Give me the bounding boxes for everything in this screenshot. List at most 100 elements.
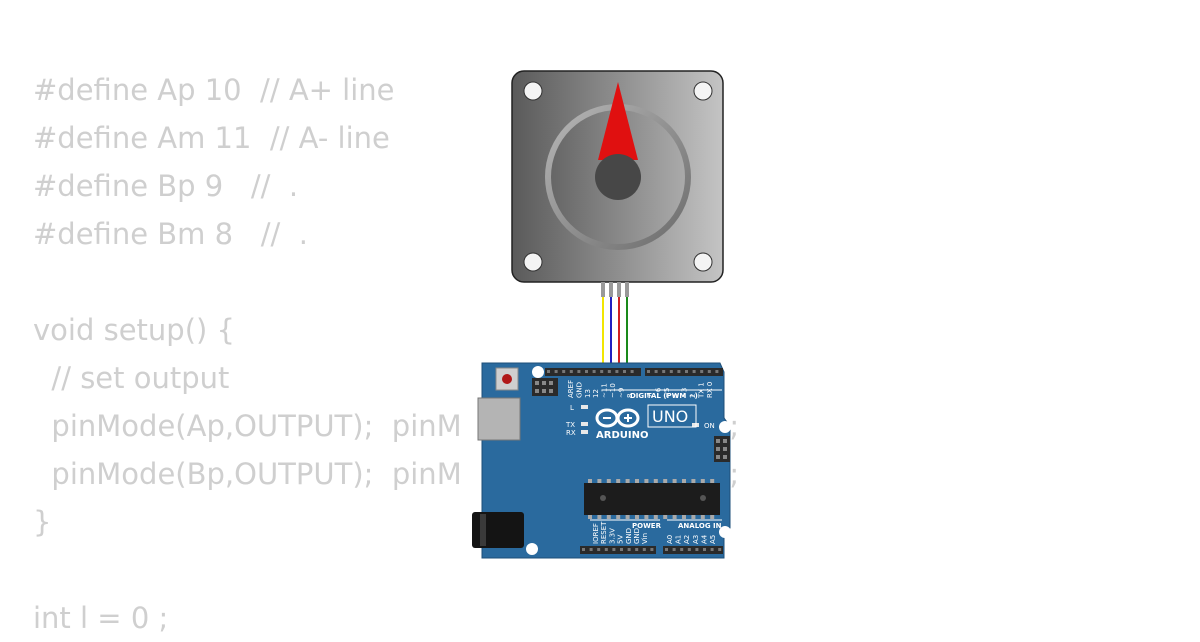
header-pin bbox=[650, 548, 654, 551]
motor-shaft bbox=[595, 154, 641, 200]
pin-label: A1 bbox=[675, 535, 683, 544]
reset-button-cap bbox=[502, 374, 512, 384]
header-pin bbox=[672, 548, 676, 551]
chip-pin bbox=[644, 515, 649, 519]
pin-label: IOREF bbox=[592, 523, 600, 544]
pin-label: ~5 bbox=[663, 388, 671, 398]
stepper-motor[interactable] bbox=[511, 70, 724, 297]
mounting-hole bbox=[693, 81, 713, 101]
led-rx-label: RX bbox=[566, 429, 576, 437]
pin-label: AREF bbox=[567, 380, 575, 398]
code-line: #define Ap 10 // A+ line bbox=[33, 73, 395, 107]
board-hole bbox=[526, 543, 538, 555]
header-pin bbox=[547, 370, 550, 373]
header-pin bbox=[627, 548, 631, 551]
uno-box bbox=[647, 404, 697, 428]
header-pin bbox=[685, 370, 688, 373]
chip-pin bbox=[625, 515, 630, 519]
header-pin bbox=[692, 370, 696, 373]
header-pin bbox=[597, 548, 601, 551]
mounting-hole bbox=[693, 252, 713, 272]
arduino-logo-icon bbox=[595, 408, 640, 428]
header-pin bbox=[589, 548, 593, 551]
header-pin bbox=[554, 370, 558, 373]
header-pin bbox=[669, 370, 673, 373]
code-line: #define Bm 8 // . bbox=[33, 217, 308, 251]
header-pin bbox=[665, 548, 668, 551]
chip-pin bbox=[616, 479, 621, 483]
code-editor: #define Ap 10 // A+ line#define Am 11 //… bbox=[33, 66, 462, 642]
led-on-label: ON bbox=[704, 422, 715, 430]
code-line: void setup() { bbox=[33, 313, 235, 347]
pin-label: RESET bbox=[600, 521, 608, 544]
usb-port bbox=[477, 397, 521, 441]
header-pin bbox=[662, 370, 666, 373]
header-pin bbox=[642, 548, 646, 551]
board-hole bbox=[532, 366, 544, 378]
header-pin bbox=[707, 370, 711, 373]
motor-pin bbox=[617, 282, 621, 297]
code-line: // set output bbox=[33, 361, 230, 395]
header-pin bbox=[630, 370, 634, 373]
pin-label: ~3 bbox=[680, 388, 688, 398]
code-line: #define Bp 9 // . bbox=[33, 169, 299, 203]
pin-label: ~11 bbox=[601, 383, 609, 398]
chip-pin bbox=[597, 515, 602, 519]
pin-label: GND bbox=[633, 528, 641, 544]
pin-label: ~6 bbox=[655, 387, 663, 398]
chip-pin bbox=[606, 515, 611, 519]
led-l-label: L bbox=[570, 404, 574, 412]
header-pin bbox=[615, 370, 619, 373]
header-pin bbox=[592, 370, 596, 373]
pin-label: 13 bbox=[584, 389, 592, 398]
header-pin bbox=[715, 370, 719, 373]
pin-label: A5 bbox=[709, 535, 717, 544]
header-pin bbox=[635, 548, 639, 551]
pin-label: A3 bbox=[692, 535, 700, 544]
pin-label: Vin bbox=[641, 533, 649, 544]
header-pin bbox=[623, 370, 626, 373]
header-pin bbox=[604, 548, 608, 551]
header-pin bbox=[600, 370, 604, 373]
chip-pin bbox=[691, 515, 696, 519]
led-tx bbox=[581, 422, 588, 426]
board-hole bbox=[719, 526, 731, 538]
chip-pin bbox=[597, 479, 602, 483]
wires[interactable] bbox=[602, 297, 628, 372]
chip-pin bbox=[700, 479, 705, 483]
chip-pin bbox=[635, 479, 639, 483]
code-line: int l = 0 ; bbox=[33, 601, 169, 635]
header-pin bbox=[677, 370, 681, 373]
chip-pin bbox=[663, 515, 668, 519]
chip-pin bbox=[682, 515, 686, 519]
header-pin bbox=[695, 548, 699, 551]
pin-label: 3.3V bbox=[608, 528, 616, 544]
chip-pin bbox=[710, 479, 715, 483]
pin-label: A2 bbox=[683, 535, 691, 544]
analog-label: ANALOG IN bbox=[678, 522, 722, 530]
pin-label: ~10 bbox=[609, 383, 617, 398]
led-rx bbox=[581, 430, 588, 434]
header-pin bbox=[647, 370, 650, 373]
digital-header-right bbox=[645, 368, 723, 376]
chip-pin bbox=[616, 515, 621, 519]
chip-pin bbox=[653, 515, 658, 519]
chip-pin bbox=[672, 479, 677, 483]
header-pin bbox=[607, 370, 611, 373]
chip-pin bbox=[691, 479, 696, 483]
led-l bbox=[581, 405, 588, 409]
pin-label: 5V bbox=[617, 535, 625, 544]
pin-label: 7 bbox=[646, 394, 654, 398]
mounting-hole bbox=[523, 81, 543, 101]
chip-pin bbox=[663, 479, 668, 483]
motor-pin bbox=[625, 282, 629, 297]
header-pin bbox=[680, 548, 684, 551]
chip-pin bbox=[700, 515, 705, 519]
pin-label: GND bbox=[575, 382, 583, 398]
chip-pin bbox=[653, 479, 658, 483]
power-jack bbox=[472, 512, 524, 548]
code-line: pinMode(Ap,OUTPUT); pinM bbox=[33, 409, 462, 443]
digital-label: DIGITAL (PWM ~) bbox=[630, 392, 698, 400]
